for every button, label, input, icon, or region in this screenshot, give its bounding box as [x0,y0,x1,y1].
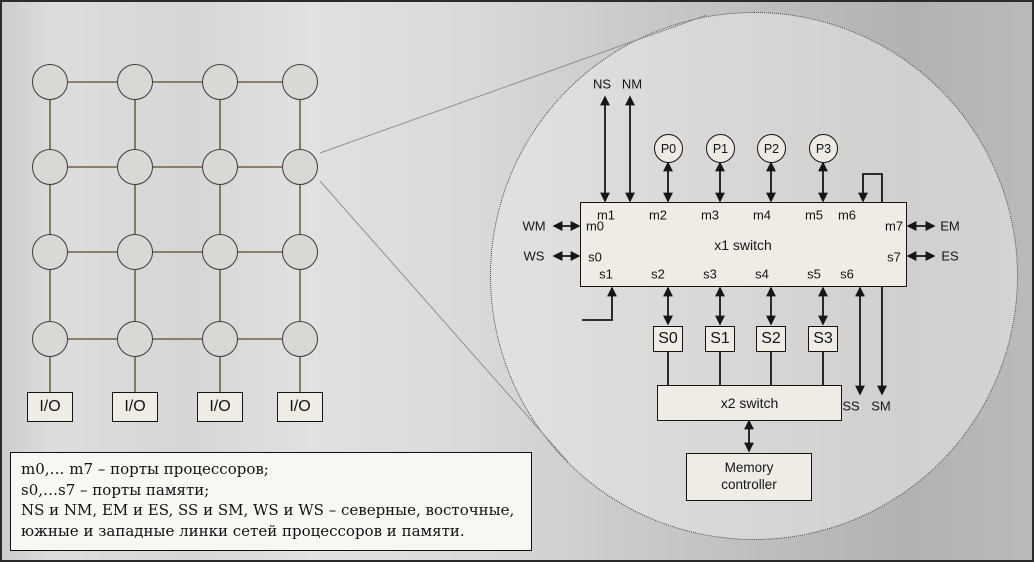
io-label: I/O [124,398,146,415]
mesh-node [282,234,318,270]
port-m0: m0 [585,218,605,234]
legend-box: m0,… m7 – порты процессоров; s0,…s7 – по… [10,452,532,551]
io-box-0: I/O [27,392,73,422]
port-s6: s6 [840,266,854,282]
memory-controller-label-line1: Memory [724,460,774,476]
port-m3: m3 [700,207,720,223]
processor-label: P0 [660,141,677,156]
mesh-node [202,149,238,185]
mesh-node [117,64,153,100]
link-label-sm: SM [871,398,891,414]
mesh-node [202,234,238,270]
mesh-node [282,321,318,357]
io-box-3: I/O [277,392,323,422]
io-box-2: I/O [197,392,243,422]
processor-p1: P1 [706,134,735,163]
mesh-node [117,149,153,185]
link-label-ss: SS [842,398,860,414]
link-label-ns: NS [592,76,612,92]
mesh-node [32,64,68,100]
x1-switch-box [580,202,907,287]
io-label: I/O [209,398,231,415]
io-label: I/O [289,398,311,415]
port-s7: s7 [887,249,901,265]
memory-bank-label: S2 [761,330,781,347]
link-label-wm: WM [522,218,546,234]
mesh-node [32,234,68,270]
legend-line-4: южные и западные линки сетей процессоров… [21,522,465,541]
mesh-node [282,64,318,100]
link-label-nm: NM [621,76,643,92]
mesh-node [117,321,153,357]
mesh-node [202,321,238,357]
mesh-node [202,64,238,100]
port-m1: m1 [596,207,616,223]
memory-bank-s1: S1 [705,326,735,352]
port-m6: m6 [837,207,857,223]
port-s4: s4 [755,266,769,282]
x1-switch-label: x1 switch [714,237,772,253]
port-s0: s0 [588,249,602,265]
link-label-em: EM [940,218,960,234]
mesh-node [32,149,68,185]
mesh-links [49,81,301,392]
legend-line-3: NS и NM, EM и ES, SS и SM, WS и WS – сев… [21,501,515,520]
processor-label: P1 [712,141,729,156]
io-label: I/O [39,398,61,415]
port-s3: s3 [703,266,717,282]
memory-bank-label: S1 [710,330,730,347]
processor-p3: P3 [809,134,838,163]
memory-bank-label: S0 [658,330,678,347]
processor-label: P2 [763,141,780,156]
port-m4: m4 [752,207,772,223]
memory-bank-label: S3 [813,330,833,347]
link-label-ws: WS [523,248,545,264]
x2-switch-box: x2 switch [657,385,842,421]
port-m5: m5 [804,207,824,223]
x2-switch-label: x2 switch [720,395,779,411]
memory-bank-s2: S2 [756,326,786,352]
io-box-1: I/O [112,392,158,422]
mesh-node [117,234,153,270]
port-m2: m2 [648,207,668,223]
mesh-node [32,321,68,357]
processor-p0: P0 [654,134,683,163]
port-s2: s2 [651,266,665,282]
processor-label: P3 [815,141,832,156]
port-s1: s1 [599,266,613,282]
legend-line-1: m0,… m7 – порты процессоров; [21,460,269,478]
memory-controller-box: Memory controller [686,453,812,501]
port-m7: m7 [884,218,904,234]
memory-controller-label-line2: controller [721,477,777,492]
memory-bank-s0: S0 [653,326,683,352]
legend-line-2: s0,…s7 – порты памяти; [21,480,210,499]
processor-p2: P2 [757,134,786,163]
link-label-es: ES [941,248,959,264]
mesh-node-zoomed [282,149,318,185]
port-s5: s5 [807,266,821,282]
memory-bank-s3: S3 [808,326,838,352]
